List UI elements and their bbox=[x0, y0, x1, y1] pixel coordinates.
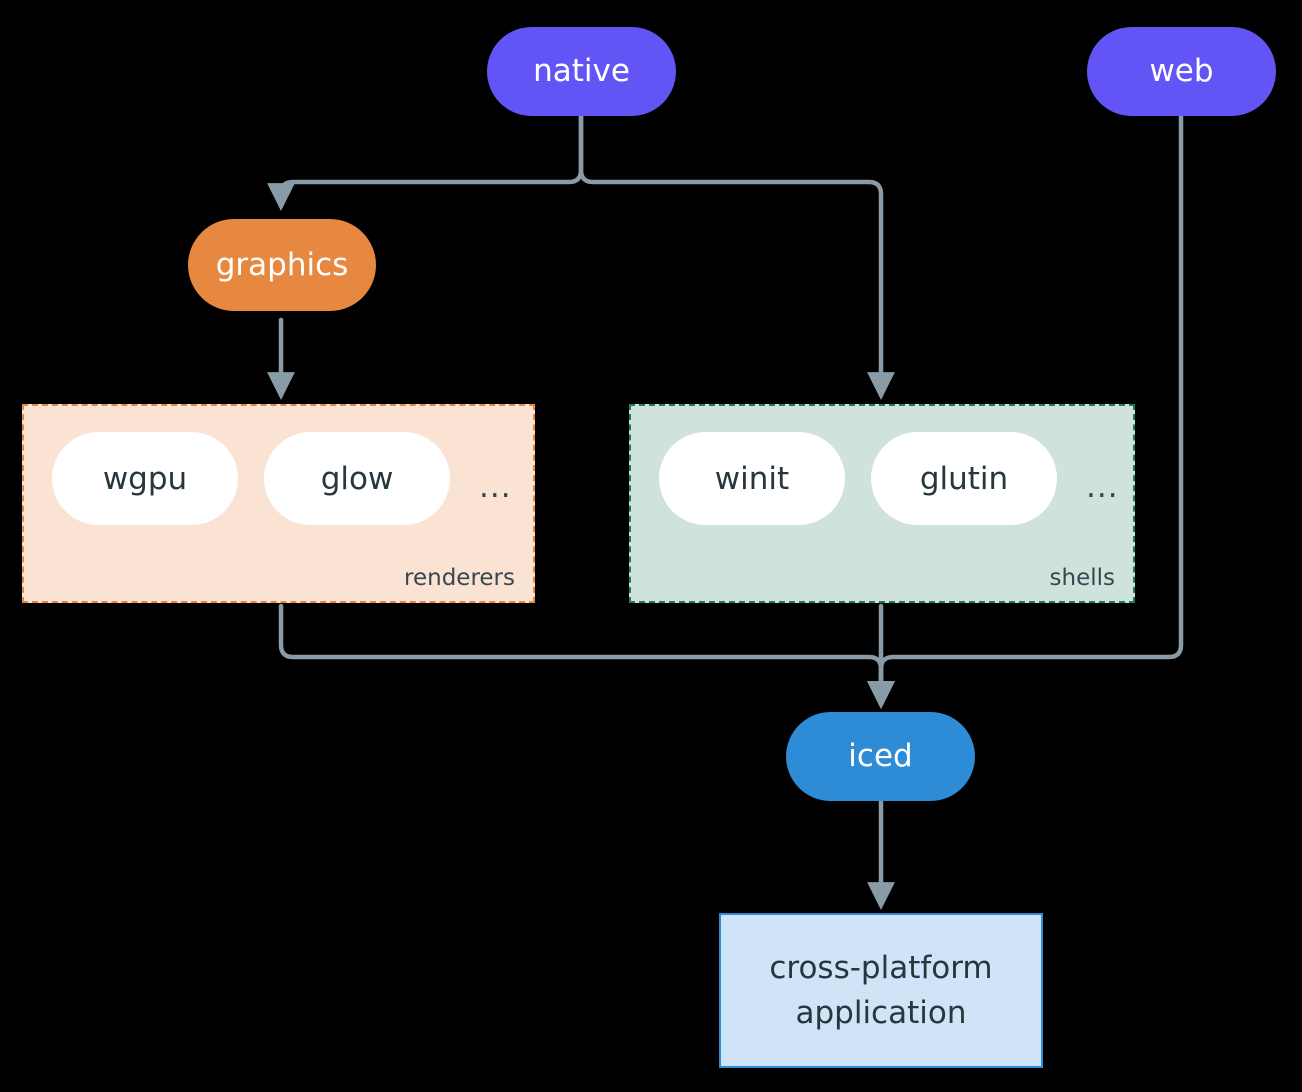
node-iced-label: iced bbox=[848, 738, 913, 775]
renderer-item-wgpu-label: wgpu bbox=[102, 460, 188, 497]
node-iced[interactable]: iced bbox=[786, 712, 975, 801]
node-application-label-line2: application bbox=[795, 994, 967, 1031]
group-renderers-label: renderers bbox=[404, 565, 515, 591]
shell-item-winit-label: winit bbox=[714, 460, 790, 497]
group-shells-label: shells bbox=[1049, 565, 1115, 591]
node-web[interactable]: web bbox=[1087, 27, 1276, 116]
node-graphics[interactable]: graphics bbox=[188, 219, 376, 311]
node-application[interactable]: cross-platform application bbox=[719, 913, 1043, 1068]
edge-native-graphics bbox=[267, 113, 584, 212]
node-native-label: native bbox=[533, 53, 630, 90]
edge-native-shells bbox=[578, 113, 895, 401]
group-renderers[interactable]: wgpu glow ... renderers bbox=[22, 404, 535, 603]
shell-item-glutin-label: glutin bbox=[919, 460, 1009, 497]
shells-more-ellipsis: ... bbox=[1086, 469, 1119, 505]
edge-renderers-iced bbox=[278, 603, 895, 710]
renderers-more-ellipsis: ... bbox=[479, 469, 512, 505]
renderer-item-glow-label: glow bbox=[320, 460, 394, 497]
renderer-item-wgpu[interactable]: wgpu bbox=[52, 432, 238, 525]
node-web-label: web bbox=[1149, 53, 1214, 90]
node-application-label-line1: cross-platform bbox=[769, 949, 993, 986]
renderer-item-glow[interactable]: glow bbox=[264, 432, 450, 525]
node-native[interactable]: native bbox=[487, 27, 676, 116]
group-shells[interactable]: winit glutin ... shells bbox=[629, 404, 1135, 603]
shell-item-glutin[interactable]: glutin bbox=[871, 432, 1057, 525]
shell-item-winit[interactable]: winit bbox=[659, 432, 845, 525]
node-graphics-label: graphics bbox=[215, 246, 349, 283]
